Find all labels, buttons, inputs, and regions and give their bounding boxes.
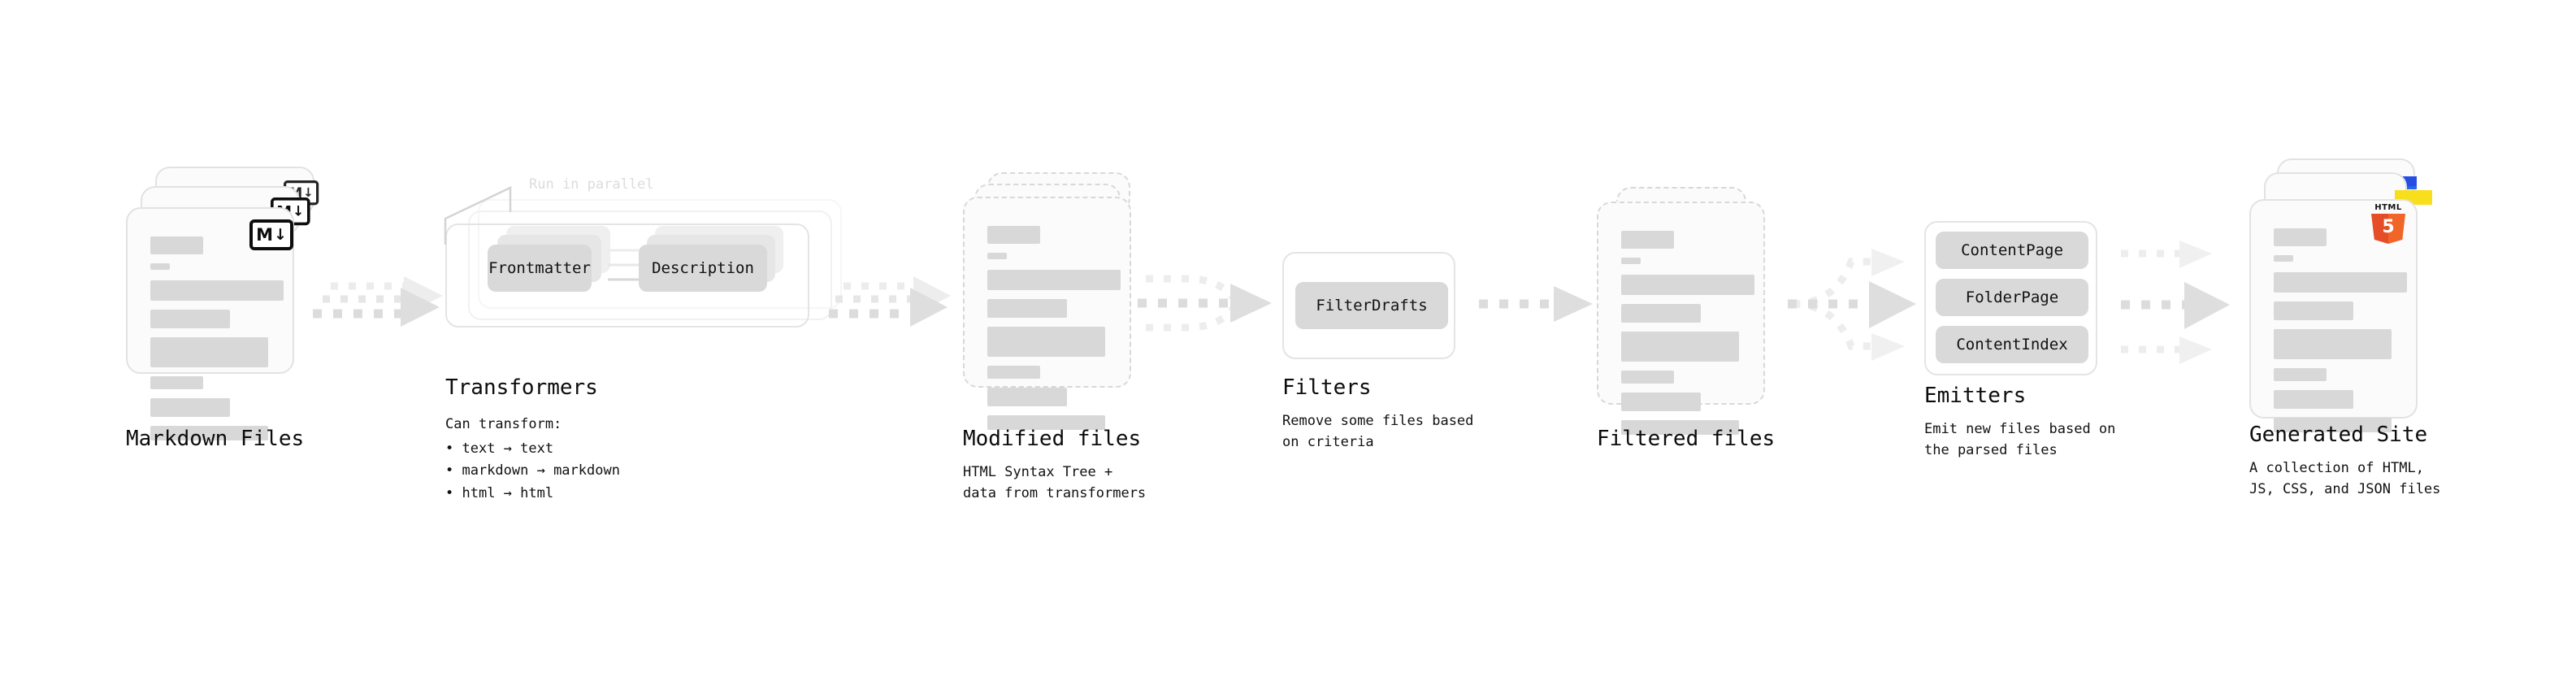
transformers-bullet-text: html → html [462, 484, 554, 501]
emitter-chip-label: FolderPage [1965, 288, 2059, 306]
skeleton-line [1621, 332, 1739, 362]
modified-files-label: Modified files [963, 427, 1142, 451]
skeleton-line [1621, 275, 1754, 295]
modified-card-front [963, 197, 1131, 430]
skeleton-line [1621, 304, 1701, 323]
transformer-chip-label: Description [652, 259, 754, 277]
skeleton-line [987, 327, 1105, 357]
skeleton-line [987, 415, 1105, 430]
arrow-modified-to-filters [1138, 275, 1272, 332]
skeleton-line [150, 236, 203, 254]
run-in-parallel-bracket [444, 186, 512, 245]
skeleton-line [2274, 390, 2353, 409]
markdown-files-caption: Markdown Files [126, 427, 304, 451]
arrow-filtered-to-emitters [1788, 249, 1916, 361]
emitters-caption: Emitters Emit new files based on the par… [1924, 384, 2115, 461]
markdown-files-label: Markdown Files [126, 427, 305, 451]
emitter-chip-contentpage[interactable]: ContentPage [1936, 232, 2088, 269]
emitters-sub: Emit new files based on the parsed files [1924, 421, 2116, 458]
generated-site-label: Generated Site [2249, 423, 2428, 447]
skeleton-line [1621, 231, 1674, 249]
run-in-parallel-label: Run in parallel [529, 176, 654, 193]
skeleton-line [2274, 368, 2327, 381]
arrow-emitters-to-site [2121, 241, 2230, 364]
arrow-markdown-to-transformers [313, 276, 443, 327]
markdown-icon: M↓ [249, 219, 293, 250]
transformers-label: Transformers [445, 375, 598, 400]
skeleton-line [1621, 393, 1701, 411]
markdown-badge-arrow: ↓ [273, 225, 287, 244]
skeleton-line [987, 226, 1040, 244]
skeleton-line [2274, 301, 2353, 320]
transformers-caption: Transformers Can transform: • text → tex… [445, 375, 620, 504]
filtered-files-label: Filtered files [1597, 427, 1776, 451]
transformers-sub-intro: Can transform: [445, 416, 562, 432]
transformers-bullet: • html → html [445, 484, 554, 501]
arrow-filters-to-filtered [1479, 286, 1593, 322]
filters-caption: Filters Remove some files based on crite… [1282, 375, 1473, 453]
transformer-chip-label: Frontmatter [488, 259, 591, 277]
skeleton-line [1621, 258, 1641, 264]
skeleton-line [150, 263, 170, 270]
arrow-transformers-to-modified [829, 276, 951, 327]
transformers-bullet-text: text → text [462, 440, 554, 457]
skeleton-line [2274, 329, 2392, 359]
html5-icon: HTML 5 [2370, 203, 2407, 244]
emitter-chip-contentindex[interactable]: ContentIndex [1936, 326, 2088, 363]
emitter-chip-folderpage[interactable]: FolderPage [1936, 279, 2088, 316]
modified-files-sub: HTML Syntax Tree + data from transformer… [963, 464, 1147, 501]
skeleton-line [987, 270, 1121, 290]
skeleton-line [987, 366, 1040, 379]
transformers-bullet-text: markdown → markdown [462, 462, 620, 479]
generated-site-stack: HTML 5 [2249, 158, 2432, 432]
skeleton-line [1621, 420, 1739, 435]
modified-skeleton-lines [987, 226, 1121, 439]
skeleton-line [2274, 255, 2293, 262]
transformer-chip-description[interactable]: Description [639, 245, 767, 292]
generated-site-caption: Generated Site A collection of HTML, JS,… [2249, 423, 2440, 500]
html5-badge-shield [2371, 214, 2405, 244]
markdown-badge-arrow-mid: ↓ [292, 202, 305, 219]
transformer-box-ghost-2 [478, 199, 842, 309]
emitters-box [1924, 221, 2097, 375]
skeleton-line [2274, 272, 2407, 293]
html5-badge-number: 5 [2382, 217, 2395, 237]
transformers-bullet-list: • text → text • markdown → markdown • ht… [445, 439, 620, 505]
emitter-chip-label: ContentIndex [1956, 336, 2068, 354]
skeleton-line [150, 280, 284, 301]
generated-site-sub: A collection of HTML, JS, CSS, and JSON … [2249, 460, 2441, 497]
generated-skeleton-lines [2274, 228, 2407, 441]
transformers-bullet: • text → text [445, 440, 554, 457]
filtered-card-front [1597, 202, 1765, 435]
skeleton-line [987, 388, 1067, 406]
skeleton-line [2274, 228, 2327, 246]
filtered-files-caption: Filtered files [1597, 427, 1775, 451]
skeleton-line [150, 426, 268, 440]
markdown-badge-arrow-back: ↓ [302, 185, 314, 200]
filters-label: Filters [1282, 375, 1372, 400]
skeleton-line [150, 337, 268, 367]
skeleton-line [150, 376, 203, 389]
filter-chip-label: FilterDrafts [1316, 297, 1428, 314]
transformer-box [445, 223, 809, 327]
filter-chip-filterdrafts[interactable]: FilterDrafts [1295, 282, 1448, 329]
skeleton-line [150, 310, 230, 328]
transformer-box-ghost-1 [468, 210, 832, 320]
skeleton-line [150, 398, 230, 417]
markdown-badge-letter: M [256, 224, 273, 245]
filters-sub: Remove some files based on criteria [1282, 413, 1474, 450]
skeleton-line [987, 253, 1007, 259]
filters-box [1282, 252, 1455, 359]
html5-badge-label: HTML [2374, 203, 2402, 212]
filtered-skeleton-lines [1621, 231, 1754, 444]
skeleton-line [987, 299, 1067, 318]
transformers-bullet: • markdown → markdown [445, 462, 620, 479]
emitter-chip-label: ContentPage [1961, 241, 2063, 259]
skeleton-line [1621, 371, 1674, 384]
transformer-chip-frontmatter[interactable]: Frontmatter [488, 245, 592, 292]
markdown-skeleton-lines [150, 236, 284, 449]
skeleton-line [2274, 418, 2392, 432]
emitters-label: Emitters [1924, 384, 2027, 408]
modified-files-caption: Modified files HTML Syntax Tree + data f… [963, 427, 1146, 504]
